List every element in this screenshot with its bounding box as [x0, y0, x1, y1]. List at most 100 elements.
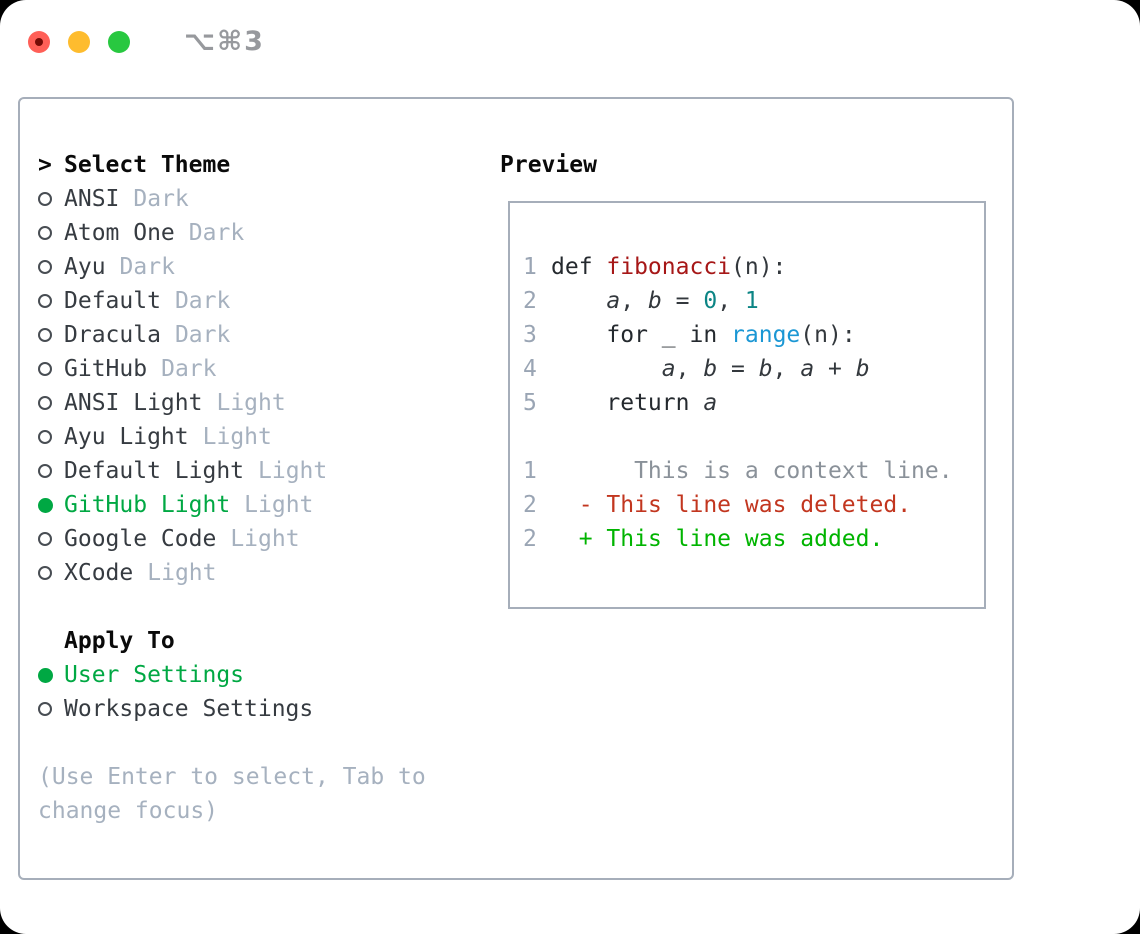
line-number: 2 — [523, 288, 537, 314]
variant-label: Dark — [174, 288, 231, 314]
radio-icon — [38, 396, 52, 410]
option-label: Ayu Light — [64, 424, 189, 450]
code-segment-plain — [551, 288, 606, 314]
option-label: Workspace Settings — [64, 696, 314, 722]
code-segment-function: fibonacci — [606, 254, 732, 280]
code-segment-variable: a — [661, 356, 676, 382]
radio-icon — [38, 260, 52, 274]
spacer — [38, 726, 426, 760]
code-line: 2 + This line was added. — [523, 522, 984, 556]
option-label: GitHub Light — [64, 492, 231, 518]
theme-option-xcode[interactable]: XCode Light — [38, 556, 426, 590]
variant-label: Light — [244, 492, 314, 518]
code-segment-added: + This line was added. — [578, 526, 884, 552]
theme-option-ayu[interactable]: Ayu Dark — [38, 250, 426, 284]
code-segment-context: This is a context line. — [551, 458, 953, 484]
option-label: Atom One — [64, 220, 175, 246]
variant-label: Dark — [188, 220, 245, 246]
code-line — [523, 420, 984, 454]
variant-label: Light — [147, 560, 217, 586]
line-number: 5 — [523, 390, 537, 416]
window-title: ⌥⌘3 — [184, 26, 265, 57]
radio-icon — [38, 464, 52, 478]
code-segment-keyword: return — [606, 390, 690, 416]
line-number: 3 — [523, 322, 537, 348]
code-segment-plain — [551, 322, 606, 348]
radio-icon — [38, 532, 52, 546]
variant-label: Light — [216, 390, 286, 416]
theme-option-atom-one[interactable]: Atom One Dark — [38, 216, 426, 250]
apply-to-title: Apply To — [64, 628, 175, 654]
theme-option-ayu-light[interactable]: Ayu Light Light — [38, 420, 426, 454]
option-label: User Settings — [64, 662, 245, 688]
zoom-button[interactable] — [108, 30, 130, 53]
variant-label: Dark — [174, 322, 231, 348]
hint-line-1: (Use Enter to select, Tab to — [38, 764, 426, 790]
variant-label: Light — [202, 424, 272, 450]
option-label: ANSI — [64, 186, 120, 212]
theme-option-github-light[interactable]: GitHub Light Light — [38, 488, 426, 522]
code-segment-deleted: - This line was deleted. — [578, 492, 912, 518]
line-number: 1 — [523, 254, 537, 280]
code-segment-plain: _ — [647, 322, 690, 348]
option-label: Default Light — [64, 458, 245, 484]
code-segment-plain — [551, 492, 579, 518]
code-line: 1 This is a context line. — [523, 454, 984, 488]
variant-label: Dark — [133, 186, 189, 212]
code-segment-plain: , — [675, 356, 704, 382]
code-segment-plain — [551, 390, 606, 416]
code-segment-plain: , — [772, 356, 801, 382]
line-number: 2 — [523, 492, 537, 518]
theme-option-default-light[interactable]: Default Light Light — [38, 454, 426, 488]
variant-label: Dark — [119, 254, 175, 280]
minimize-button[interactable] — [68, 30, 90, 53]
code-segment-variable: b — [855, 356, 870, 382]
option-label: Google Code — [64, 526, 217, 552]
variant-label: Dark — [161, 356, 217, 382]
radio-icon — [38, 566, 52, 580]
code-segment-variable: a — [800, 356, 815, 382]
close-button[interactable] — [28, 30, 50, 53]
radio-icon — [38, 362, 52, 376]
apply-option-user-settings[interactable]: User Settings — [38, 658, 426, 692]
code-segment-plain — [551, 356, 662, 382]
radio-selected-icon — [38, 497, 53, 513]
theme-option-ansi[interactable]: ANSI Dark — [38, 182, 426, 216]
code-segment-plain: (n): — [800, 322, 856, 348]
code-segment-variable: b — [703, 356, 718, 382]
line-number: 1 — [523, 458, 537, 484]
code-segment-plain: , — [620, 288, 648, 314]
option-label: Ayu — [64, 254, 106, 280]
hint-line-2: change focus) — [38, 798, 219, 824]
spacer — [38, 590, 426, 624]
code-line: 5 return a — [523, 386, 984, 420]
code-segment-keyword: in — [689, 322, 718, 348]
variant-label: Light — [258, 458, 328, 484]
option-label: XCode — [64, 560, 134, 586]
radio-icon — [38, 430, 52, 444]
code-line: 4 a, b = b, a + b — [523, 352, 984, 386]
apply-option-workspace-settings[interactable]: Workspace Settings — [38, 692, 426, 726]
code-segment-variable: a — [606, 288, 621, 314]
code-segment-number: 1 — [744, 288, 759, 314]
code-segment-plain: = — [717, 356, 759, 382]
radio-icon — [38, 294, 52, 308]
line-number: 2 — [523, 526, 537, 552]
code-segment-plain — [551, 526, 579, 552]
code-segment-plain: = — [661, 288, 704, 314]
code-segment-plain: , — [717, 288, 745, 314]
select-theme-header-row: > Select Theme — [38, 148, 426, 182]
close-dot-icon — [35, 37, 43, 46]
code-segment-variable: b — [647, 288, 662, 314]
